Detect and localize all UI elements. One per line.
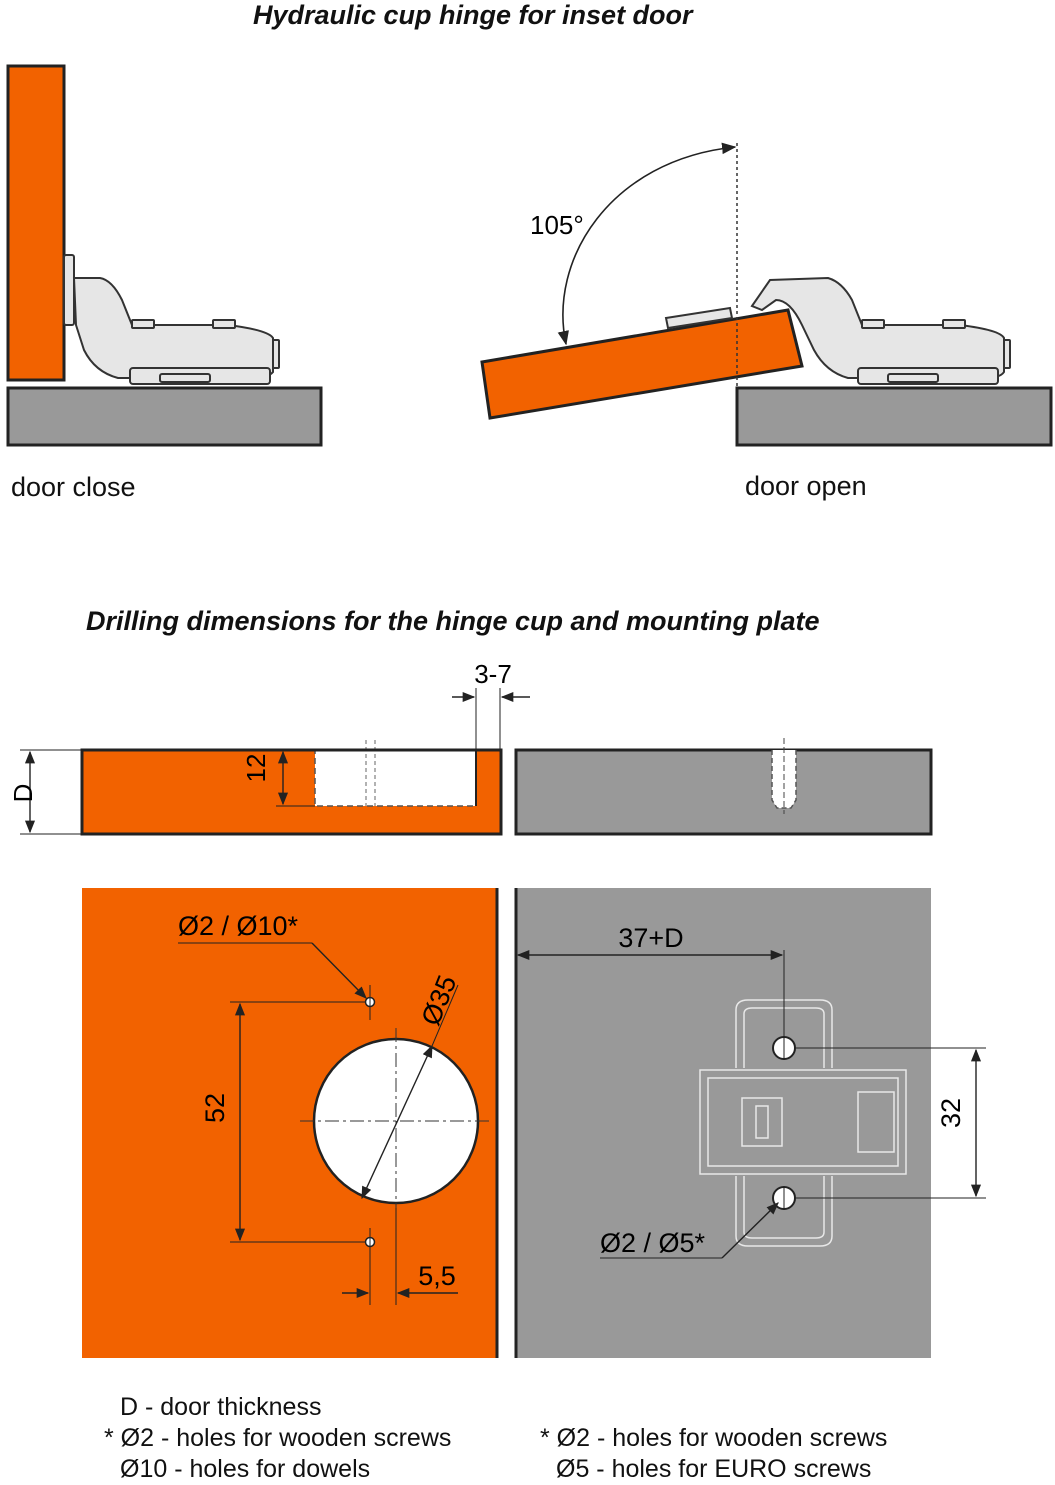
hinge-closed bbox=[63, 254, 280, 385]
edge-gap-label: 3-7 bbox=[474, 659, 512, 689]
door-section-view bbox=[80, 740, 503, 836]
note-door-thickness: D - door thickness bbox=[120, 1393, 322, 1421]
hinge-open bbox=[750, 276, 1011, 385]
pilot-holes-label: Ø2 / Ø10* bbox=[178, 911, 299, 941]
note-euro-screws: Ø5 - holes for EURO screws bbox=[556, 1455, 872, 1483]
plate-spacing-label: 32 bbox=[936, 1098, 966, 1128]
section-title-drilling: Drilling dimensions for the hinge cup an… bbox=[86, 606, 820, 636]
door-open-label: door open bbox=[745, 471, 867, 501]
note-wooden-screws-left: * Ø2 - holes for wooden screws bbox=[104, 1424, 452, 1452]
open-door-view bbox=[480, 142, 1053, 447]
door-thickness-label: D bbox=[8, 784, 38, 803]
cup-depth-label: 12 bbox=[241, 754, 271, 783]
hole-spacing-label: 52 bbox=[200, 1093, 230, 1123]
hinge-cup-drilling bbox=[178, 942, 492, 1305]
door-panel-closed bbox=[6, 64, 66, 382]
page-title: Hydraulic cup hinge for inset door bbox=[253, 0, 693, 30]
opening-angle-arc bbox=[557, 142, 737, 346]
cabinet-side-open bbox=[735, 386, 1053, 447]
mounting-plate-outline bbox=[699, 999, 907, 1247]
cabinet-face-view bbox=[516, 888, 931, 1358]
plate-holes-label: Ø2 / Ø5* bbox=[600, 1228, 706, 1258]
opening-angle-label: 105° bbox=[530, 210, 584, 240]
plate-position-label: 37+D bbox=[618, 923, 683, 953]
door-close-label: door close bbox=[11, 472, 136, 502]
cabinet-side-closed bbox=[6, 386, 323, 447]
note-dowels: Ø10 - holes for dowels bbox=[120, 1455, 371, 1483]
hole-offset-label: 5,5 bbox=[418, 1261, 456, 1291]
cabinet-section-view bbox=[514, 738, 933, 836]
closed-door-view bbox=[6, 64, 323, 447]
note-wooden-screws-right: * Ø2 - holes for wooden screws bbox=[540, 1424, 888, 1452]
